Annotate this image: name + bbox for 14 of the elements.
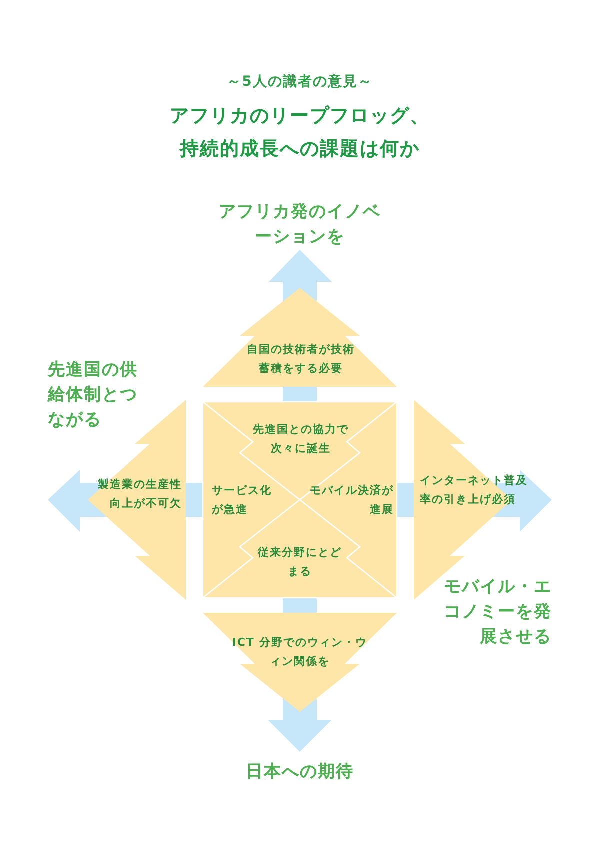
outcome-label: 先進国の供給体制とつながる	[48, 359, 139, 432]
outcome-label: アフリカ発のイノベーションを	[218, 201, 382, 249]
node-text: 自国の技術者が技術蓄積をする必要	[246, 342, 356, 377]
title: アフリカのリープフロッグ、持続的成長への課題は何か	[169, 104, 431, 162]
node-text: 先進国との協力で次々に誕生	[252, 422, 350, 457]
node-text: モバイル決済が進展	[309, 483, 394, 518]
outcome-label: 日本への期待	[245, 761, 355, 784]
node-text: 従来分野にとどまる	[256, 545, 343, 580]
node-text: ICT 分野でのウィン・ウィン関係を	[231, 635, 369, 670]
node-text: 製造業の生産性向上が不可欠	[97, 477, 182, 512]
node-text: インターネット普及率の引き上げ必須	[420, 473, 529, 508]
subtitle: ～5人の識者の意見～	[226, 73, 374, 92]
outcome-label: モバイル・エコノミーを発展させる	[443, 576, 552, 649]
node-text: サービス化が急進	[212, 483, 273, 518]
